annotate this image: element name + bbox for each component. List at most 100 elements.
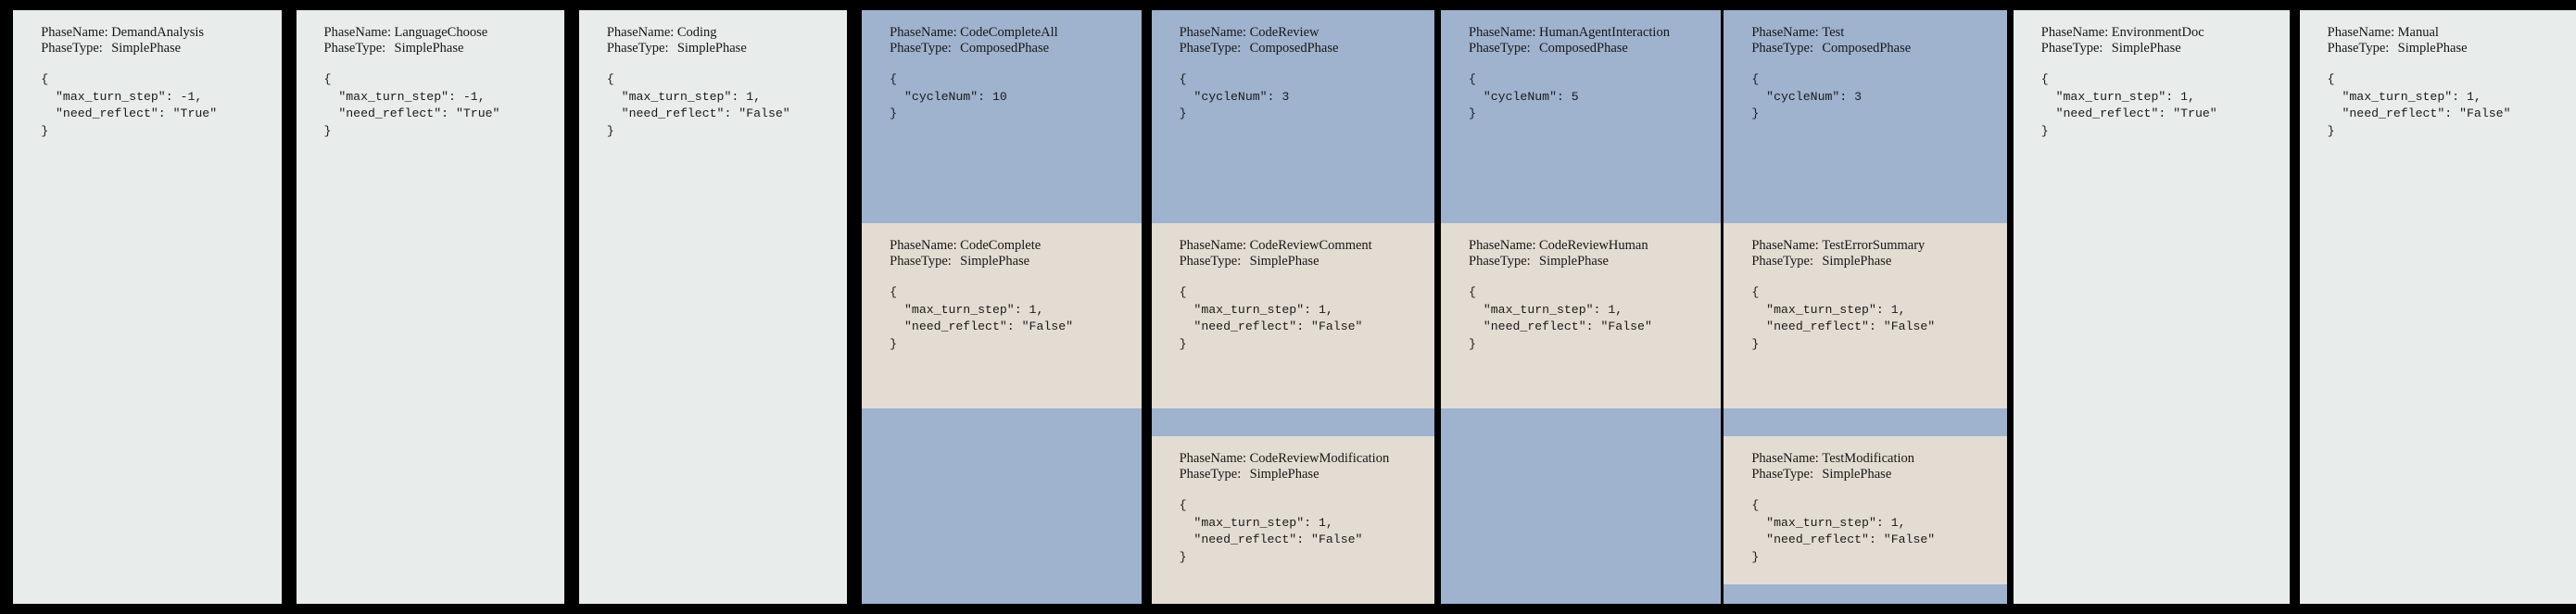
phase-type-label: PhaseType: bbox=[1179, 254, 1242, 269]
phase-type-value: SimplePhase bbox=[960, 254, 1030, 269]
phase-config-json: { "max_turn_step": 1, "need_reflect": "F… bbox=[1751, 285, 1936, 351]
phase-type-row: PhaseType:SimplePhase bbox=[607, 41, 847, 56]
phase-name-row: PhaseName:HumanAgentInteraction bbox=[1469, 25, 1721, 41]
phase-config-json: { "max_turn_step": 1, "need_reflect": "F… bbox=[890, 285, 1074, 351]
phase-name-row: PhaseName:Coding bbox=[607, 25, 847, 41]
phase-config-json: { "max_turn_step": 1, "need_reflect": "F… bbox=[1179, 285, 1363, 351]
phase-name-row: PhaseName:CodeReviewComment bbox=[1180, 238, 1434, 254]
phase-type-value: ComposedPhase bbox=[1539, 41, 1628, 56]
phase-name-row: PhaseName:TestModification bbox=[1751, 451, 2006, 467]
phase-config-json: { "max_turn_step": 1, "need_reflect": "F… bbox=[2327, 72, 2511, 138]
card-divider bbox=[1720, 10, 1724, 604]
phase-name-label: PhaseName: bbox=[890, 238, 957, 253]
composed-phase-filler bbox=[1151, 408, 1434, 436]
phase-type-label: PhaseType: bbox=[1751, 41, 1813, 56]
phase-type-value: ComposedPhase bbox=[1822, 41, 1912, 56]
phase-name-value: CodeReviewComment bbox=[1249, 238, 1372, 253]
composed-phase-filler bbox=[862, 408, 1142, 604]
phase-type-row: PhaseType: ComposedPhase bbox=[1751, 41, 2006, 56]
phase-name-row: PhaseName:EnvironmentDoc bbox=[2041, 25, 2290, 41]
phase-name-row: PhaseName:TestErrorSummary bbox=[1751, 238, 2006, 254]
phase-name-label: PhaseName: bbox=[1469, 238, 1536, 253]
phase-name-label: PhaseName: bbox=[1179, 451, 1247, 466]
phase-name-value: Test bbox=[1822, 25, 1845, 40]
phase-type-row: PhaseType: SimplePhase bbox=[890, 254, 1142, 269]
phase-type-value: SimplePhase bbox=[394, 41, 464, 56]
phase-name-value: DemandAnalysis bbox=[111, 25, 205, 40]
phase-type-label: PhaseType: bbox=[2327, 41, 2390, 56]
phase-config-json: { "max_turn_step": 1, "need_reflect": "F… bbox=[1179, 498, 1363, 564]
phase-name-row: PhaseName:LanguageChoose bbox=[324, 25, 564, 41]
phase-type-label: PhaseType: bbox=[323, 41, 386, 56]
phase-name-value: HumanAgentInteraction bbox=[1539, 25, 1670, 40]
phase-config-json: { "max_turn_step": 1, "need_reflect": "F… bbox=[606, 72, 790, 138]
phase-type-value: SimplePhase bbox=[2397, 41, 2468, 56]
phase-name-row: PhaseName:Test bbox=[1751, 25, 2006, 41]
phase-name-label: PhaseName: bbox=[890, 25, 957, 40]
phase-type-value: SimplePhase bbox=[1539, 254, 1609, 269]
phase-type-row: PhaseType:SimplePhase bbox=[41, 41, 281, 56]
phase-type-row: PhaseType:SimplePhase bbox=[1180, 467, 1434, 482]
phase-config-json: { "cycleNum": 3 } bbox=[1179, 72, 1290, 120]
phase-name-value: TestModification bbox=[1822, 451, 1915, 466]
phase-config-json: { "max_turn_step": -1, "need_reflect": "… bbox=[41, 72, 218, 138]
phase-config-json: { "cycleNum": 3 } bbox=[1751, 72, 1863, 120]
phase-type-value: SimplePhase bbox=[1822, 254, 1892, 269]
phase-type-value: ComposedPhase bbox=[960, 41, 1050, 56]
phase-type-row: PhaseType: SimplePhase bbox=[1469, 254, 1721, 269]
phase-type-label: PhaseType: bbox=[1179, 467, 1242, 482]
phase-name-value: CodeReview bbox=[1249, 25, 1320, 40]
phase-type-label: PhaseType: bbox=[41, 41, 103, 56]
phase-name-value: LanguageChoose bbox=[394, 25, 488, 40]
phase-name-label: PhaseName: bbox=[606, 25, 675, 40]
phase-config-json: { "cycleNum": 10 } bbox=[890, 72, 1007, 120]
phase-type-row: PhaseType: SimplePhase bbox=[324, 41, 564, 56]
phase-name-label: PhaseName: bbox=[1751, 25, 1819, 40]
card-divider bbox=[1433, 10, 1442, 604]
phase-name-value: CodeCompleteAll bbox=[960, 25, 1058, 40]
phase-config-json: { "max_turn_step": 1, "need_reflect": "F… bbox=[1751, 498, 1936, 564]
phase-config-json: { "max_turn_step": 1, "need_reflect": "T… bbox=[2040, 72, 2217, 138]
phase-name-label: PhaseName: bbox=[1751, 451, 1819, 466]
phase-type-row: PhaseType:SimplePhase bbox=[2041, 41, 2290, 56]
phase-name-row: PhaseName:CodeReviewHuman bbox=[1469, 238, 1721, 254]
phase-name-row: PhaseName:Manual bbox=[2328, 25, 2576, 41]
phase-type-value: SimplePhase bbox=[2111, 41, 2181, 56]
phase-name-row: PhaseName:CodeComplete bbox=[890, 238, 1142, 254]
phase-type-value: SimplePhase bbox=[1249, 254, 1320, 269]
card-divider bbox=[1141, 10, 1152, 604]
phase-name-value: TestErrorSummary bbox=[1822, 238, 1926, 253]
phase-type-label: PhaseType: bbox=[890, 254, 952, 269]
phase-name-value: Coding bbox=[676, 25, 717, 40]
phase-type-value: SimplePhase bbox=[1822, 467, 1892, 482]
phase-name-value: Manual bbox=[2397, 25, 2439, 40]
phase-type-label: PhaseType: bbox=[1469, 41, 1531, 56]
phase-name-row: PhaseName:CodeReview bbox=[1180, 25, 1434, 41]
phase-type-label: PhaseType: bbox=[1469, 254, 1531, 269]
